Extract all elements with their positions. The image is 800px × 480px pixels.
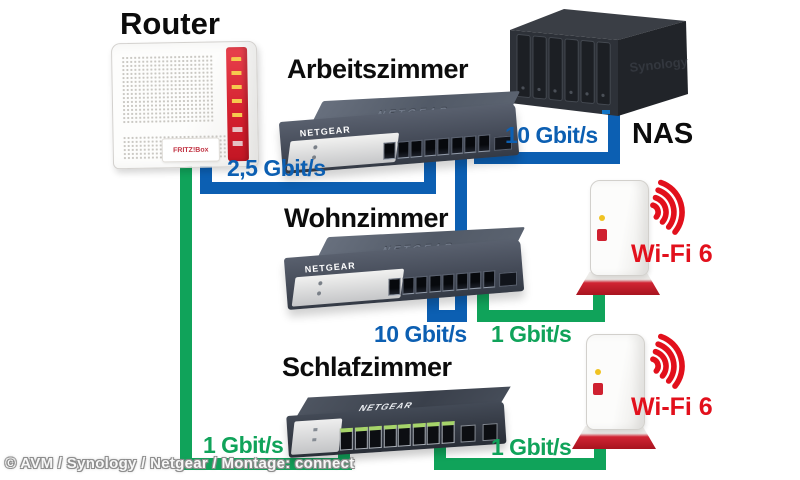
uplink-port [460, 424, 476, 443]
switch-port-row [388, 268, 518, 296]
repeater-tower [590, 180, 649, 276]
repeater-led [595, 369, 601, 375]
cable-nas-riser [608, 106, 620, 164]
label-bedroom: Schlafzimmer [282, 352, 452, 382]
switch-front-face: NETGEAR [283, 239, 525, 310]
switch-port-row [339, 418, 498, 451]
label-link-study-nas: 10 Gbit/s [505, 122, 598, 148]
router-brand-text: FRITZ!Box [173, 146, 209, 154]
router-brand-plate: FRITZ!Box [161, 137, 220, 163]
wifi-signal-icon [650, 179, 685, 235]
router-stripe-labels [232, 127, 243, 150]
switch-silver-panel [290, 418, 343, 455]
label-wifi-living: Wi-Fi 6 [631, 240, 713, 268]
nas-illustration: Synology [510, 9, 690, 116]
router-vent-pattern [121, 54, 215, 125]
wifi-repeater-bedroom [572, 334, 656, 449]
label-nas: NAS [632, 118, 694, 150]
label-living: Wohnzimmer [284, 203, 449, 233]
label-link-living-repeater: 1 Gbit/s [491, 321, 572, 347]
sfp-slot [499, 271, 518, 287]
cable-bedroom-repeater-run [434, 458, 606, 470]
label-link-bedroom-repeater: 1 Gbit/s [491, 434, 572, 460]
repeater-led [599, 215, 605, 221]
label-link-study-living: 10 Gbit/s [374, 321, 467, 347]
repeater-button [597, 229, 607, 241]
wifi-signal-icon [650, 333, 685, 389]
router-red-stripe [225, 46, 249, 162]
repeater-button [593, 383, 603, 395]
cable-router-bedroom-run [180, 458, 352, 470]
cable-router-study-run [200, 182, 436, 194]
router-device: FRITZ!Box [110, 40, 260, 170]
cable-living-repeater-run [477, 310, 605, 322]
switch-port-row [383, 132, 513, 160]
switch-living: NETGEAR NETGEAR [283, 226, 526, 316]
router-status-leds [231, 57, 243, 124]
label-wifi-bedroom: Wi-Fi 6 [631, 393, 713, 421]
cable-router-bedroom-drop [180, 162, 192, 470]
wifi-repeater-living [576, 180, 660, 295]
label-router: Router [120, 6, 220, 41]
repeater-tower [586, 334, 645, 430]
label-study: Arbeitszimmer [287, 54, 469, 84]
cable-bedroom-repeater-riser [594, 442, 606, 470]
label-link-router-study: 2,5 Gbit/s [227, 155, 326, 181]
label-link-router-bedroom: 1 Gbit/s [203, 432, 284, 458]
nas-brand-text: Synology [629, 54, 690, 75]
image-credit: © AVM / Synology / Netgear / Montage: co… [5, 455, 355, 472]
router-body: FRITZ!Box [110, 40, 260, 170]
nas-device: Synology [502, 6, 698, 124]
